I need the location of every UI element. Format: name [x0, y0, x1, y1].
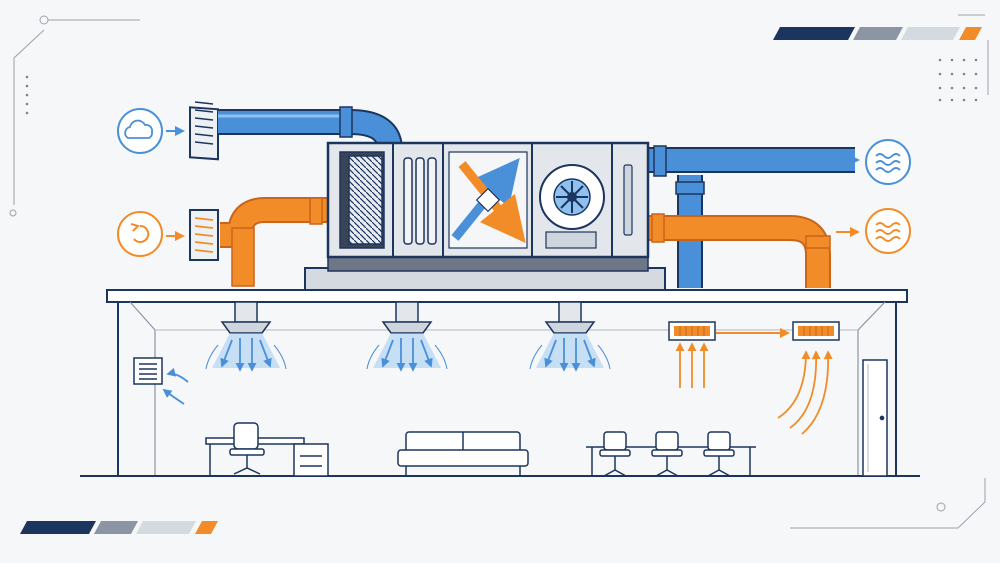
accent-stripes-top-right	[773, 27, 982, 40]
wind-waves-icon	[865, 139, 911, 185]
office-chair	[229, 422, 265, 475]
wall-return-grille	[133, 357, 189, 405]
return-air-duct	[220, 197, 330, 287]
wind-waves-icon	[865, 208, 911, 254]
sofa	[397, 431, 529, 476]
return-air-louver	[189, 209, 219, 261]
outdoor-air-louver	[189, 101, 219, 161]
return-grille	[777, 321, 840, 435]
building-section	[80, 289, 920, 477]
dot-grid-left	[25, 75, 29, 115]
coil-section	[403, 157, 437, 245]
dot-grid-right	[938, 58, 978, 102]
supply-diffuser	[366, 301, 448, 372]
conference-chair	[651, 431, 683, 477]
cloud-icon	[117, 108, 185, 154]
heat-recovery-section	[448, 151, 528, 249]
conference-chair	[599, 431, 631, 477]
supply-diffuser	[529, 301, 611, 372]
return-arrow-icon	[117, 211, 185, 257]
accent-stripes-bottom-left	[20, 521, 218, 534]
fan-section	[539, 164, 605, 249]
frame-decorations	[9, 14, 989, 529]
exhaust-duct-orange	[640, 213, 860, 288]
conference-chair	[703, 431, 735, 477]
supply-diffuser	[205, 301, 287, 372]
office-desk	[205, 437, 329, 477]
filter-section	[339, 151, 385, 249]
control-panel	[623, 164, 633, 236]
return-grille	[668, 321, 716, 388]
door	[862, 359, 888, 477]
